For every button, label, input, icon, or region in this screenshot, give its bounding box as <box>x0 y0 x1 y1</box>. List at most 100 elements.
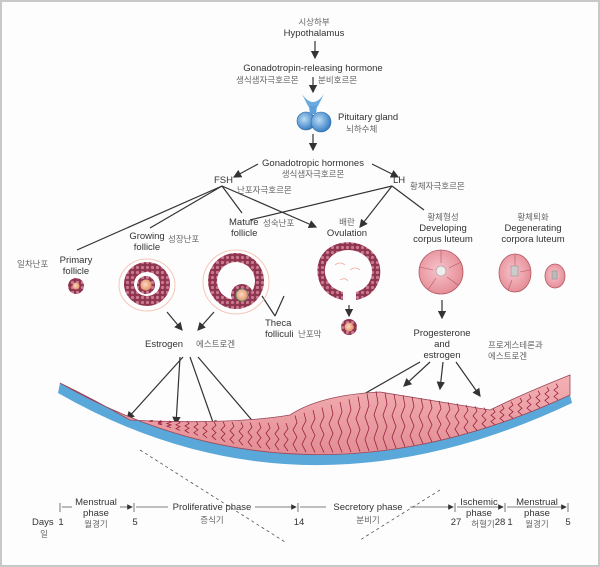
day-tick-27: 27 <box>450 517 462 528</box>
arrow-estrogen-endo-1 <box>126 356 184 420</box>
ischemic-phase-label-1: Ischemic <box>460 497 498 508</box>
endometrial-gland <box>409 396 415 446</box>
endometrial-gland <box>526 394 532 412</box>
developing-cl-label-2: corpus luteum <box>413 234 473 245</box>
endometrial-gland <box>310 410 316 453</box>
endometrial-gland <box>202 421 208 439</box>
endometrial-gland <box>517 397 523 416</box>
endometrial-gland <box>229 421 235 444</box>
progesterone-label-ko-2: 에스트로겐 <box>488 351 528 361</box>
endometrial-gland <box>445 402 451 438</box>
endometrial-gland <box>220 421 226 443</box>
day-tick-1b: 1 <box>507 517 513 528</box>
dashed-guides <box>139 449 441 543</box>
primary-follicle-label-2: follicle <box>62 266 90 277</box>
day-tick-1: 1 <box>58 517 64 528</box>
endometrial-gland <box>211 421 217 441</box>
arrow-estrogen-endo-3 <box>189 356 217 430</box>
endometrial-gland <box>148 420 154 422</box>
proliferative-phase-label-ko: 증식기 <box>200 515 224 525</box>
theca-label-ko: 난포막 <box>298 329 322 339</box>
endometrial-gland <box>553 383 559 401</box>
fsh-line-growing <box>149 185 223 229</box>
mature-follicle-label-2: follicle <box>231 228 258 239</box>
menstrual-phase2-label-ko: 월경기 <box>525 519 549 529</box>
lh-arrow-ovulation <box>359 185 393 228</box>
fsh-arrow-ovulation <box>221 185 318 228</box>
endometrial-gland <box>328 404 334 453</box>
degenerating-cl-label-1: Degenerating <box>504 223 562 234</box>
fsh-label: FSH <box>214 175 233 186</box>
progesterone-label-2: and <box>434 339 450 350</box>
proliferative-phase-label: Proliferative phase <box>172 502 252 513</box>
progesterone-label-3: estrogen <box>423 350 461 361</box>
menstrual-phase2-label-1: Menstrual <box>516 497 558 508</box>
ovulation-illustration <box>317 242 381 335</box>
degenerating-cl-label-2: corpora luteum <box>501 234 565 245</box>
lh-line-corpus <box>391 185 425 211</box>
endometrial-gland <box>427 399 433 443</box>
menstrual-phase-label-2: phase <box>83 508 109 519</box>
timeline-axis <box>59 503 569 512</box>
endometrial-gland <box>184 420 190 434</box>
gnrh-label-ko-left: 생식샘자극호르몬 <box>236 75 299 85</box>
growing-follicle-illustration <box>118 258 176 312</box>
arrow-prog-endo-2 <box>403 361 431 387</box>
arrow-estrogen-endo-2 <box>172 356 181 426</box>
theca-label-1: Theca <box>265 318 292 329</box>
developing-cl-label-1: Developing <box>419 223 467 234</box>
fsh-line-mature <box>221 185 243 214</box>
pituitary-gland-illustration <box>296 94 332 133</box>
arrow-to-fsh <box>232 163 259 178</box>
endometrial-gland <box>165 420 173 428</box>
endometrial-gland <box>436 400 442 441</box>
ovulation-label-ko: 배란 <box>339 217 355 227</box>
endometrial-gland <box>193 421 199 436</box>
endometrial-gland <box>382 392 388 450</box>
endometrial-gland <box>391 394 397 449</box>
arrow-to-lh <box>371 163 400 178</box>
arrow-prog-endo-3 <box>436 361 445 391</box>
endometrial-gland <box>283 422 289 452</box>
menstrual-phase2-label-2: phase <box>524 508 550 519</box>
hypothalamus-label: Hypothalamus <box>283 28 345 39</box>
pituitary-label: Pituitary gland <box>338 112 399 123</box>
fsh-label-ko: 난포자극호르몬 <box>237 185 292 195</box>
fsh-line-primary <box>76 185 223 251</box>
endometrial-gland <box>463 404 469 434</box>
endometrial-gland <box>238 422 244 446</box>
growing-follicle-label-ko: 성장난포 <box>168 234 200 244</box>
mature-follicle-label-ko: 성숙난포 <box>263 218 295 228</box>
developing-corpus-luteum-illustration <box>418 249 464 295</box>
gnrh-label: Gonadotropin-releasing hormone <box>243 63 383 74</box>
endometrial-gland <box>175 420 181 431</box>
endometrial-gland <box>454 403 460 436</box>
endometrial-gland <box>292 415 298 452</box>
gonadotropic-label: Gonadotropic hormones <box>262 158 364 169</box>
endometrial-gland <box>157 420 164 426</box>
endometrial-gland <box>535 390 541 409</box>
endometrial-gland <box>319 407 325 453</box>
endometrial-gland <box>400 395 406 447</box>
endometrial-gland <box>544 386 550 405</box>
secretory-phase-label: Secretory phase <box>333 502 403 513</box>
lh-label-ko: 황체자극호르몬 <box>410 181 465 191</box>
endometrial-gland <box>256 422 262 449</box>
endometrial-gland <box>499 404 505 423</box>
ischemic-phase-label-2: phase <box>466 508 492 519</box>
endometrial-gland <box>418 398 424 444</box>
estrogen-label: Estrogen <box>145 339 184 350</box>
progesterone-label-1: Progesterone <box>413 328 471 339</box>
growing-follicle-label-2: follicle <box>133 242 161 253</box>
gnrh-label-ko-right: 분비호르몬 <box>318 75 358 85</box>
arrow-prog-endo-4 <box>455 361 481 397</box>
day-tick-5b: 5 <box>565 517 571 528</box>
endometrial-gland <box>472 406 478 431</box>
days-label-ko: 일 <box>40 529 48 539</box>
mature-follicle-label-1: Mature <box>229 217 259 228</box>
theca-pointer-2 <box>274 295 285 317</box>
endometrial-gland <box>346 399 352 453</box>
theca-label-2: folliculi <box>265 329 294 340</box>
